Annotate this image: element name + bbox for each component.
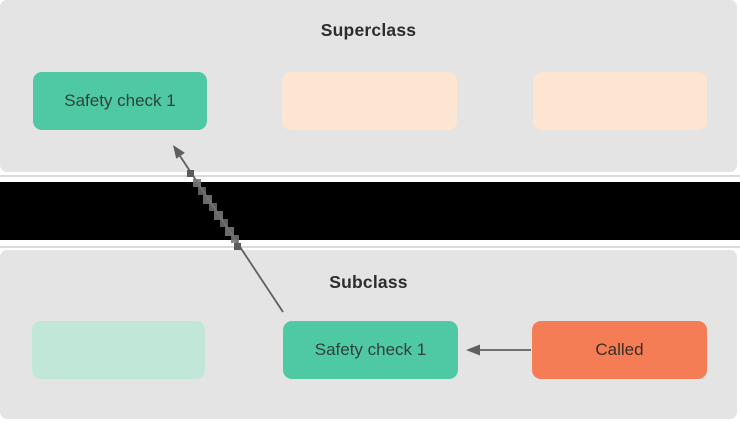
superclass-panel: Superclass Safety check 1 xyxy=(0,0,737,172)
superclass-safety-check-box: Safety check 1 xyxy=(33,72,207,130)
superclass-title: Superclass xyxy=(320,20,417,40)
subclass-placeholder-box xyxy=(32,321,205,379)
subclass-title: Subclass xyxy=(329,272,408,292)
superclass-placeholder-box-1 xyxy=(282,72,457,130)
subclass-safety-check-label: Safety check 1 xyxy=(314,340,427,359)
called-box: Called xyxy=(532,321,707,379)
superclass-placeholder-box-2 xyxy=(533,72,707,130)
separator-band xyxy=(0,182,740,240)
divider-line-bottom xyxy=(0,246,740,248)
superclass-safety-check-label: Safety check 1 xyxy=(64,91,176,110)
subclass-safety-check-box: Safety check 1 xyxy=(283,321,458,379)
divider-line-top xyxy=(0,175,740,177)
subclass-panel: Subclass Safety check 1 Called xyxy=(0,250,737,419)
called-label: Called xyxy=(595,340,644,359)
